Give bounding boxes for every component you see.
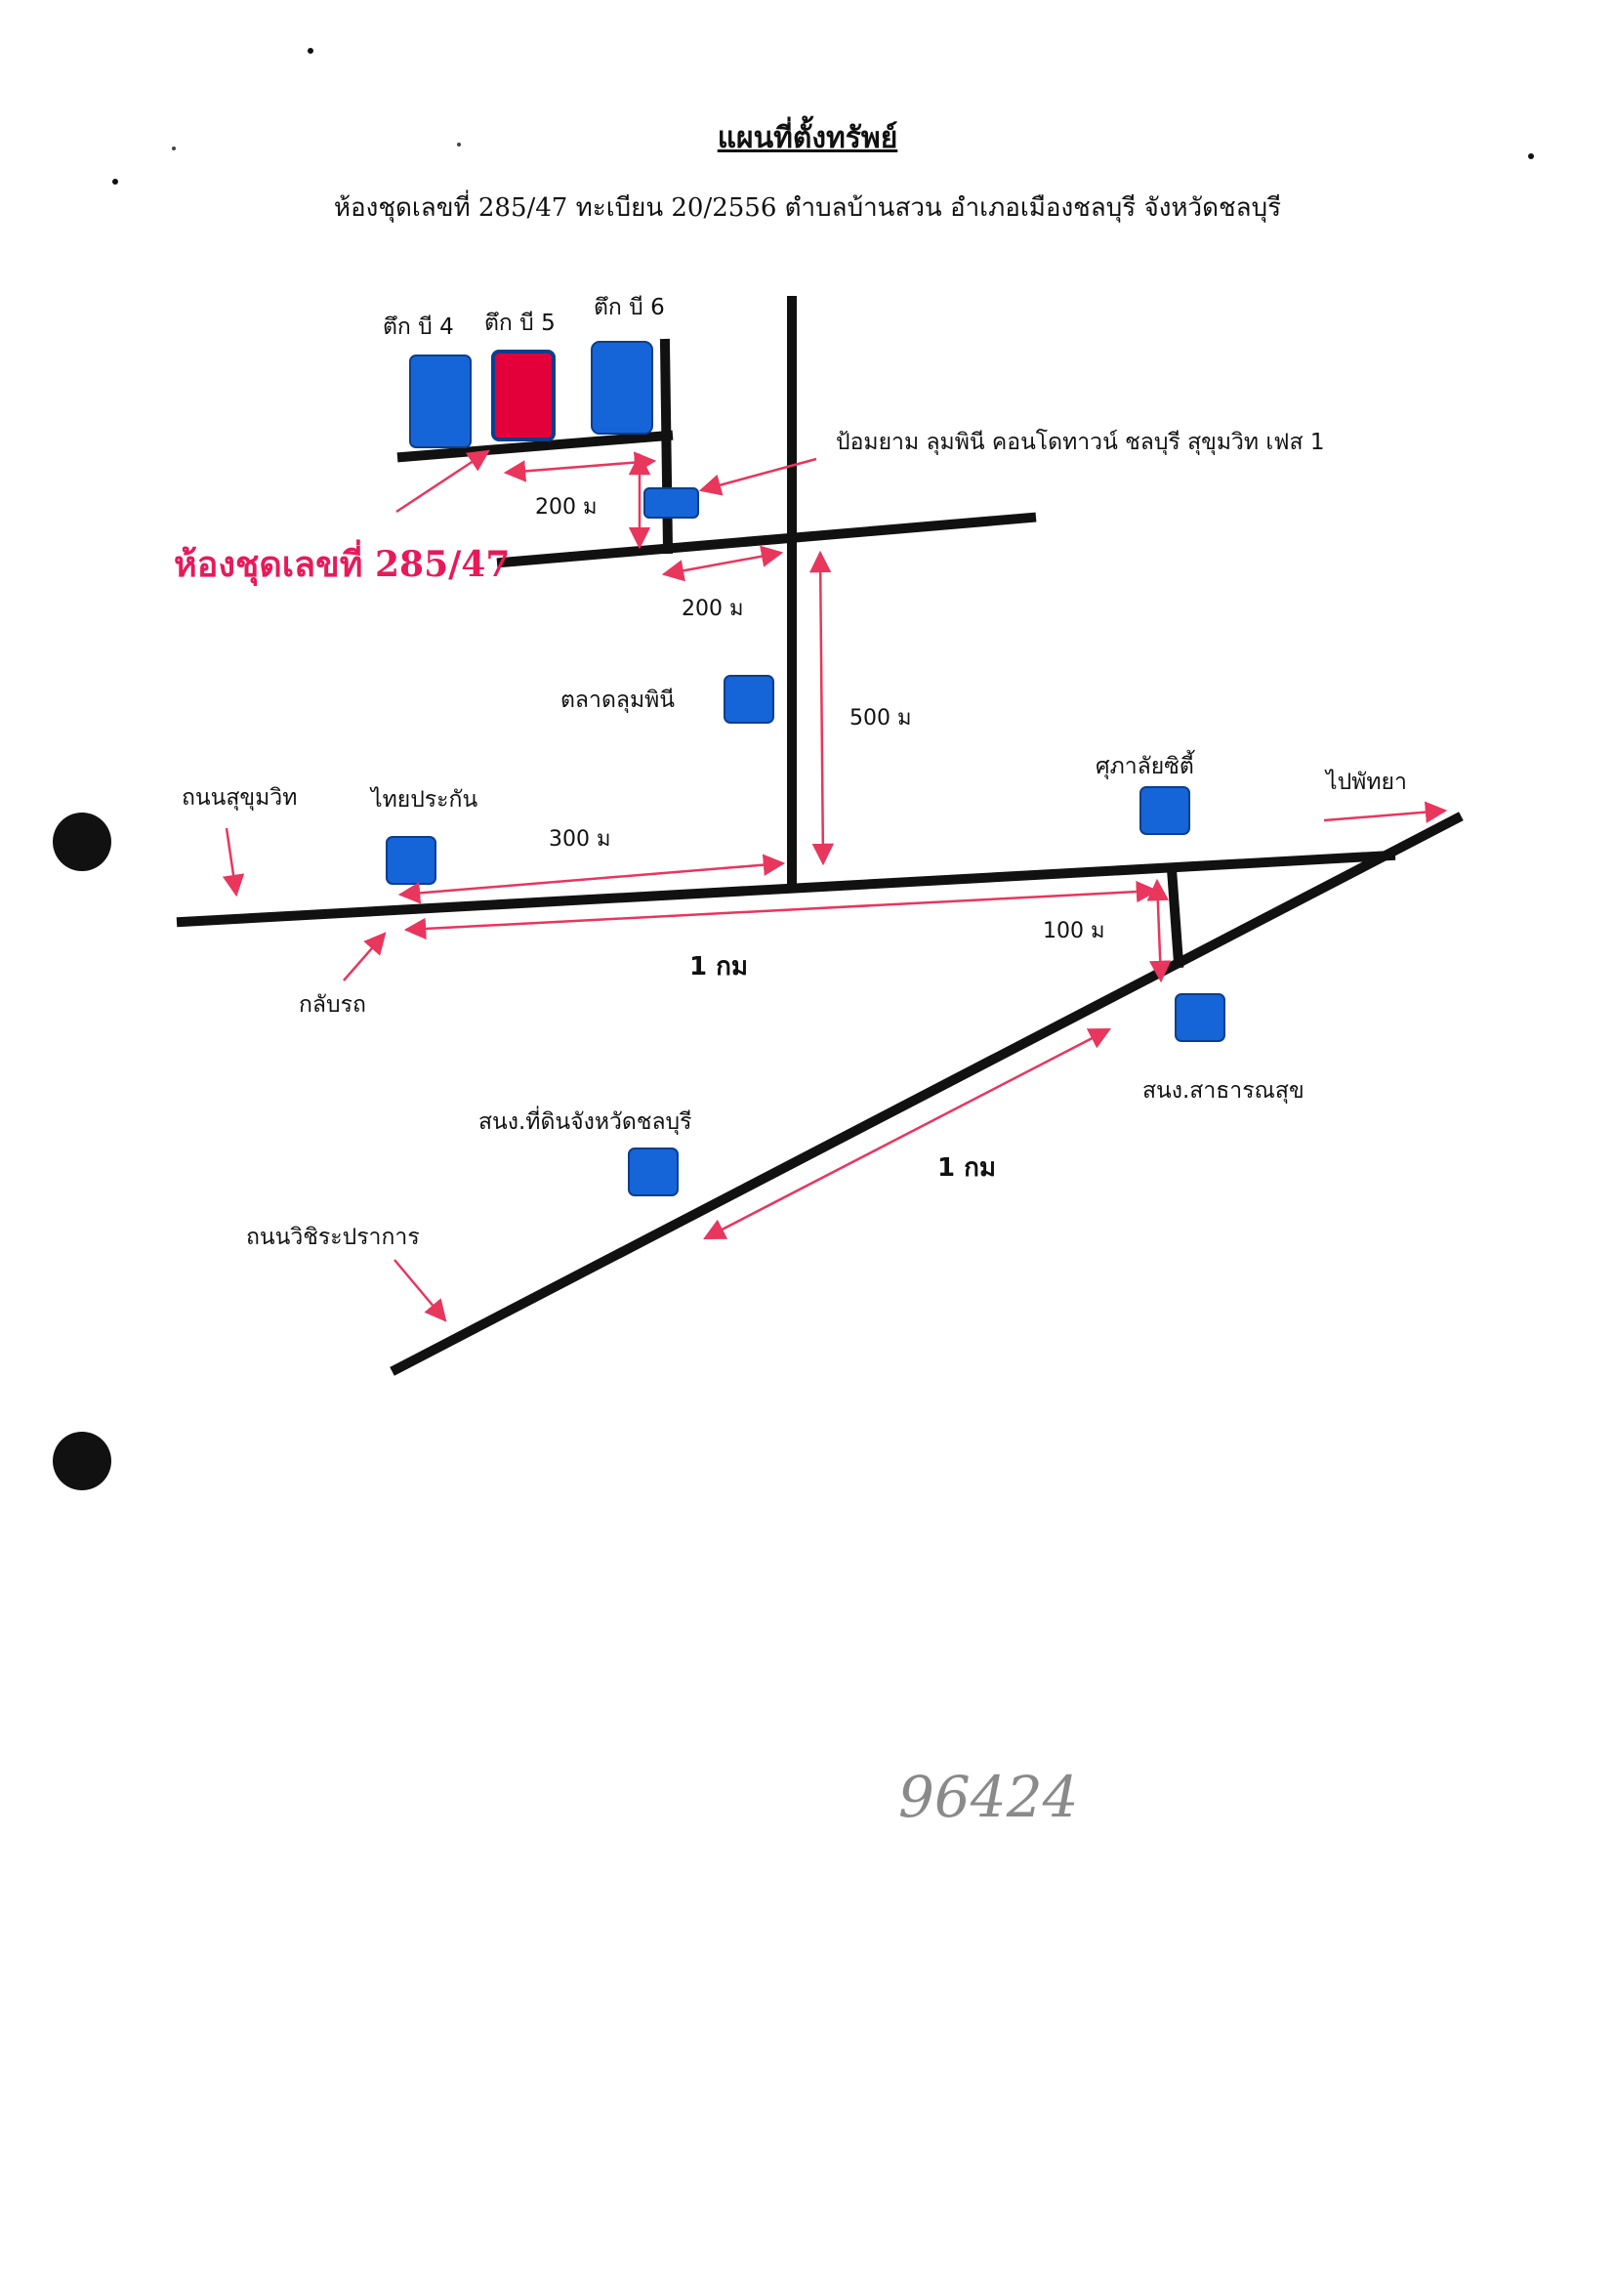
label-sukhumvit-road: ถนนสุขุมวิท [182, 785, 297, 811]
label-land-office: สนง.ที่ดินจังหวัดชลบุรี [478, 1106, 692, 1135]
arrow-1km-sukhumvit [403, 880, 1159, 940]
road-sukhumvit [176, 850, 1396, 928]
arrow-1km-wichit [703, 1027, 1111, 1240]
map-labels: ตึก บี 4 ตึก บี 5 ตึก บี 6 ห้องชุดเลขที่… [174, 295, 1407, 1830]
thai-insurance-marker [386, 836, 436, 885]
label-wichit-road: ถนนวิชิระปราการ [246, 1225, 420, 1250]
health-office-marker [1175, 993, 1225, 1042]
label-distance-1km-b: 1 กม [937, 1153, 996, 1183]
roads [176, 296, 1464, 1376]
landmark-markers [386, 487, 1225, 1196]
arrow-guard-pointer [698, 457, 817, 496]
label-thai-insurance: ไทยประกัน [369, 786, 477, 813]
arrow-uturn-pointer [343, 932, 387, 981]
arrow-500m [808, 550, 835, 866]
building-b6 [591, 341, 653, 435]
label-distance-100m: 100 ม [1043, 919, 1105, 943]
label-supalai: ศุภาลัยซิตี้ [1096, 750, 1195, 779]
arrow-200m-cross [661, 545, 784, 582]
building-b5-subject [491, 350, 556, 441]
label-guard-house: ป้อมยาม ลุมพินี คอนโดทาวน์ ชลบุรี สุขุมว… [836, 429, 1325, 455]
guard-house-marker [643, 487, 699, 519]
supalai-marker [1139, 786, 1190, 835]
buildings [409, 341, 653, 448]
road-buildings [396, 430, 674, 463]
label-distance-300m: 300 ม [549, 827, 611, 852]
arrow-wichit-pointer [393, 1259, 447, 1322]
label-distance-1km-a: 1 กม [689, 952, 748, 981]
label-distance-500m: 500 ม [849, 706, 912, 731]
document-subtitle: ห้องชุดเลขที่ 285/47 ทะเบียน 20/2556 ตำบ… [333, 193, 1282, 223]
arrow-pattaya-pointer [1323, 801, 1448, 823]
label-market: ตลาดลุมพินี [560, 688, 675, 713]
label-to-pattaya: ไปพัทยา [1324, 769, 1407, 795]
distance-arrows [222, 449, 1448, 1322]
road-link [1166, 863, 1184, 969]
label-distance-200m-a: 200 ม [535, 495, 598, 520]
handwritten-number: 96424 [898, 1764, 1079, 1830]
arrow-sukhumvit-pointer [222, 827, 245, 898]
arrow-200m-horizontal [503, 451, 657, 482]
arrow-unit-pointer [395, 449, 490, 514]
land-office-marker [628, 1148, 679, 1196]
building-b4 [409, 355, 472, 448]
label-health-office: สนง.สาธารณสุข [1142, 1078, 1304, 1104]
label-u-turn: กลับรถ [299, 992, 366, 1018]
document-title: แผนที่ตั้งทรัพย์ [717, 121, 898, 155]
label-building-b4: ตึก บี 4 [383, 314, 454, 340]
label-subject-unit: ห้องชุดเลขที่ 285/47 [174, 539, 510, 587]
road-cross-soi [496, 512, 1037, 568]
arrow-100m [1146, 878, 1172, 983]
label-building-b5: ตึก บี 5 [484, 311, 556, 336]
market-marker [724, 675, 774, 724]
label-building-b6: ตึก บี 6 [594, 295, 665, 320]
label-distance-200m-b: 200 ม [682, 597, 744, 621]
scan-artifacts [53, 48, 1534, 1490]
